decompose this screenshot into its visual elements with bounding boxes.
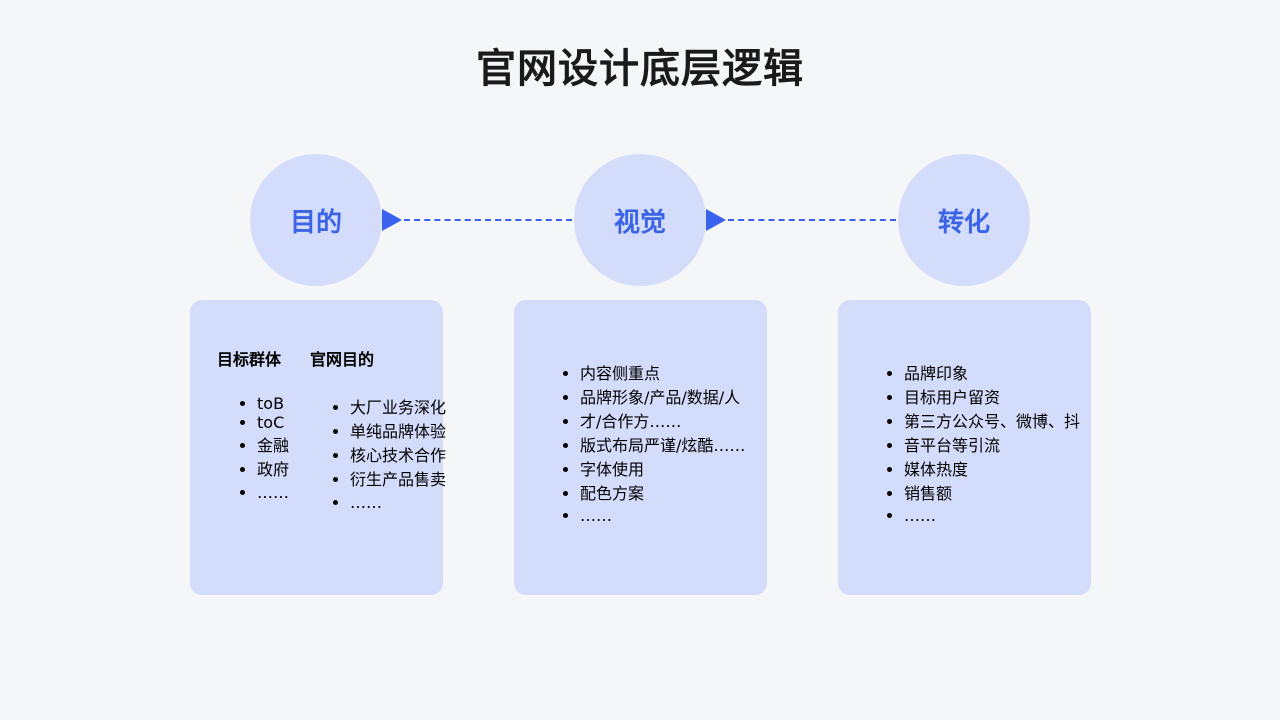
step-visual: 视觉 [574,154,706,286]
conversion-card [838,300,1091,595]
step-purpose-label: 目的 [289,207,342,238]
list-item: 品牌印象 [904,360,1080,384]
goal-header: 官网目的 [310,350,375,369]
arrow-right-icon [382,209,402,231]
list-item: 金融 [257,432,289,456]
list-item: toB [257,394,289,413]
step-conversion: 转化 [898,154,1030,286]
list-item: toC [257,413,289,432]
arrow-right-icon [706,209,726,231]
list-item: …… [580,504,745,528]
audience-column: 目标群体 toB toC 金融 政府 …… [217,344,289,522]
goal-column: 官网目的 大厂业务深化 单纯品牌体验 核心技术合作 衍生产品售卖 …… [310,344,446,532]
conversion-list: 品牌印象 目标用户留资 第三方公众号、微博、抖 音平台等引流 媒体热度 销售额 … [864,360,1080,528]
connector-purpose-visual [382,209,574,231]
list-item: 媒体热度 [904,456,1080,480]
list-item: 品牌形象/产品/数据/人 [580,384,745,408]
audience-list: toB toC 金融 政府 …… [217,394,289,506]
step-visual-label: 视觉 [613,207,666,238]
step-purpose: 目的 [250,154,382,286]
connector-visual-conversion [706,209,898,231]
list-item: 单纯品牌体验 [350,418,446,442]
step-conversion-label: 转化 [937,207,990,238]
list-item: 才/合作方…… [580,408,745,432]
visual-list-wrap: 内容侧重点 品牌形象/产品/数据/人 才/合作方…… 版式布局严谨/炫酷…… 字… [540,344,745,544]
dashed-line [728,219,896,221]
list-item: 字体使用 [580,456,745,480]
page-title: 官网设计底层逻辑 [476,46,804,92]
list-item: 音平台等引流 [904,432,1080,456]
list-item: …… [350,490,446,516]
dashed-line [404,219,572,221]
list-item: 第三方公众号、微博、抖 [904,408,1080,432]
list-item: 政府 [257,456,289,480]
list-item: 配色方案 [580,480,745,504]
list-item: 核心技术合作 [350,442,446,466]
visual-card [514,300,767,595]
list-item: 内容侧重点 [580,360,745,384]
list-item: 销售额 [904,480,1080,504]
list-item: …… [257,480,289,506]
list-item: 版式布局严谨/炫酷…… [580,432,745,456]
goal-list: 大厂业务深化 单纯品牌体验 核心技术合作 衍生产品售卖 …… [310,394,446,516]
list-item: 衍生产品售卖 [350,466,446,490]
list-item: 大厂业务深化 [350,394,446,418]
visual-list: 内容侧重点 品牌形象/产品/数据/人 才/合作方…… 版式布局严谨/炫酷…… 字… [540,360,745,528]
purpose-card [190,300,443,595]
conversion-list-wrap: 品牌印象 目标用户留资 第三方公众号、微博、抖 音平台等引流 媒体热度 销售额 … [864,344,1080,544]
audience-header: 目标群体 [217,350,282,369]
list-item: …… [904,504,1080,528]
list-item: 目标用户留资 [904,384,1080,408]
